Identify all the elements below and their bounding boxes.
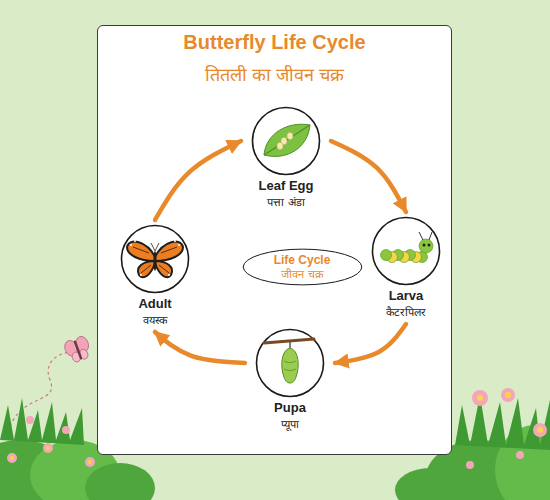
pupa-stage: Pupaप्यूपा — [249, 328, 331, 432]
stage-name: Pupa — [249, 400, 331, 416]
cycle-arrow — [331, 141, 406, 212]
stage-icon — [368, 216, 444, 288]
cycle-arrow — [155, 332, 245, 363]
stage-name: Life Cycle — [258, 253, 347, 267]
adult-stage: Adultवयस्क — [114, 224, 196, 328]
cycle-arrow — [335, 324, 406, 363]
stage-name: Leaf Egg — [245, 178, 327, 194]
stage-name-hindi: जीवन चक्र — [258, 267, 347, 281]
stage-name-hindi: प्यूपा — [249, 416, 331, 432]
center-label: Life Cycleजीवन चक्र — [242, 248, 363, 286]
larva-stage: Larvaकैटरपिलर — [365, 216, 447, 320]
cycle-arrow — [155, 141, 241, 220]
stage-name-hindi: कैटरपिलर — [365, 304, 447, 320]
title: Butterfly Life Cycle — [97, 31, 452, 54]
stage-name: Adult — [114, 296, 196, 312]
stage-icon — [248, 106, 324, 178]
subtitle: तितली का जीवन चक्र — [97, 62, 452, 86]
stage-icon — [252, 328, 328, 400]
egg-stage: Leaf Eggपत्ता अंडा — [245, 106, 327, 210]
stage-name: Larva — [365, 288, 447, 304]
stage-name-hindi: पत्ता अंडा — [245, 194, 327, 210]
stage-icon — [117, 224, 193, 296]
stage-name-hindi: वयस्क — [114, 312, 196, 328]
